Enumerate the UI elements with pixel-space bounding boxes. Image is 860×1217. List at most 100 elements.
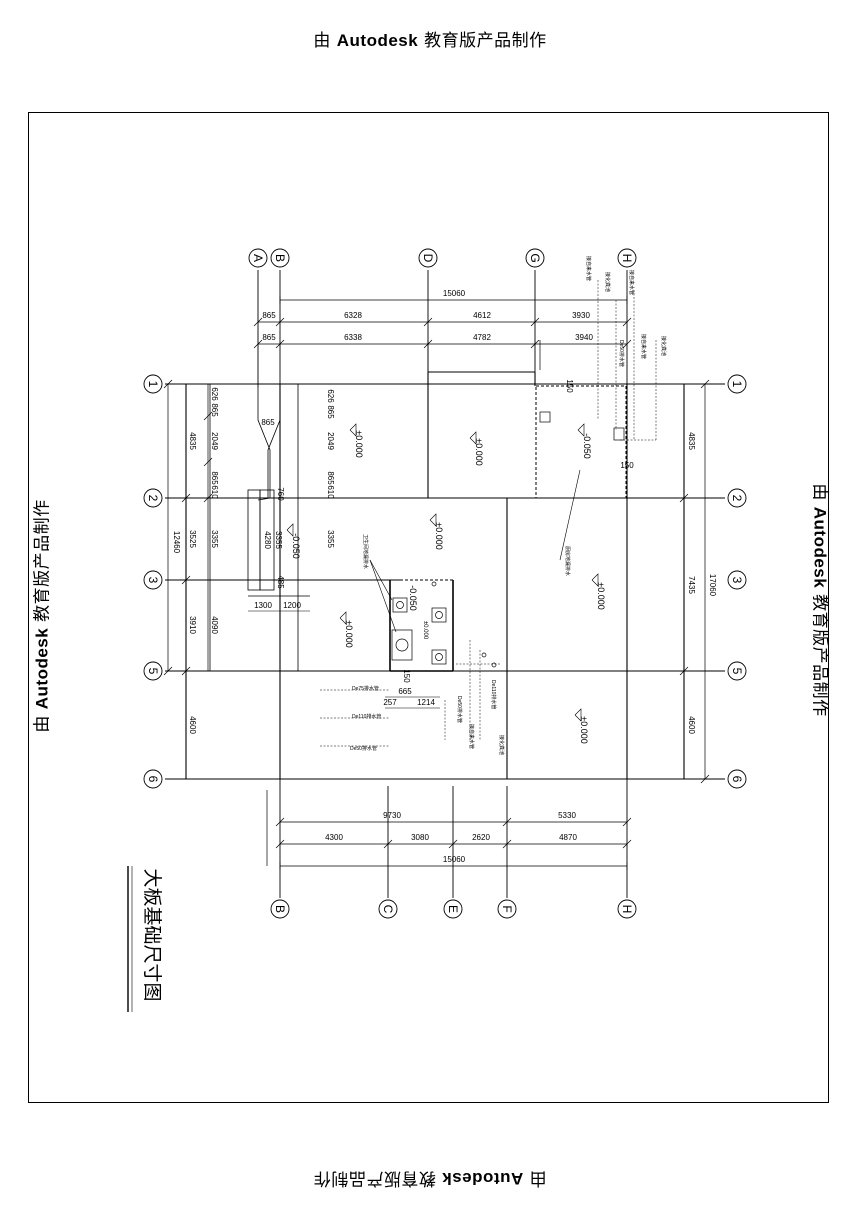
right-dim-seg-3: 4600 bbox=[687, 716, 696, 734]
grid-label-bottom-f: F bbox=[500, 905, 514, 912]
note-de50-2: De50排水管 bbox=[350, 745, 377, 752]
grid-label-bottom-e: E bbox=[446, 905, 460, 913]
note-septic-3: 接化粪池 bbox=[498, 735, 505, 755]
int-dim-626: 626 bbox=[326, 389, 335, 403]
int-dim-610: 610 bbox=[326, 485, 335, 499]
top-dim-r1-2: 6328 bbox=[344, 311, 362, 320]
fixtures bbox=[391, 411, 625, 668]
bottom-dim-r2-3: 2620 bbox=[472, 833, 490, 842]
bottom-dim-r1-1: 9730 bbox=[383, 811, 401, 820]
level-markers bbox=[286, 423, 599, 722]
left-dim-outer-4: 4600 bbox=[188, 716, 197, 734]
pipe-lines bbox=[320, 280, 657, 747]
left-dim-inner-3: 4090 bbox=[210, 616, 219, 634]
level-label-5: ±0.000 bbox=[434, 522, 444, 549]
int-dim-3355b: 3355 bbox=[326, 530, 335, 548]
bathroom-walls bbox=[389, 580, 454, 672]
top-dimensions bbox=[253, 296, 632, 372]
svg-text:大板基础尺寸图: 大板基础尺寸图 bbox=[141, 868, 163, 1001]
right-dim-seg-2: 7435 bbox=[687, 576, 696, 594]
left-dim-total: 12460 bbox=[172, 531, 181, 554]
grid-bubbles-top bbox=[248, 248, 637, 268]
grid-label-right-2: 2 bbox=[730, 495, 744, 502]
level-label-1: ±0.000 bbox=[354, 430, 364, 457]
grid-label-left-2: 2 bbox=[146, 495, 160, 502]
note-de110-1: De110排水管 bbox=[352, 713, 381, 720]
grid-label-right-3: 3 bbox=[730, 577, 744, 584]
note-de50-3: De50排水管 bbox=[456, 696, 463, 723]
grid-label-right-1: 1 bbox=[730, 381, 744, 388]
note-de50-1: De50排水管 bbox=[618, 340, 625, 367]
drawing-title: 大板基础尺寸图 bbox=[127, 866, 163, 1012]
grid-label-top-d: D bbox=[421, 254, 435, 263]
int-dim-865b: 865 bbox=[326, 471, 335, 485]
drawing-frame bbox=[28, 112, 829, 1103]
note-septic-1: 接化粪池 bbox=[604, 272, 611, 292]
bathroom-area bbox=[389, 579, 454, 672]
bottom-dimensions bbox=[266, 790, 632, 870]
grid-label-top-a: A bbox=[251, 254, 265, 262]
grid-label-bottom-h: H bbox=[620, 905, 634, 914]
level-label-6: ±0.000 bbox=[596, 582, 606, 609]
left-dim-outer-2: 3525 bbox=[188, 530, 197, 548]
level-label-10: ±0.000 bbox=[579, 716, 589, 743]
note-de110-2: De110排水管 bbox=[490, 680, 497, 709]
int-dim-865a: 865 bbox=[326, 405, 335, 419]
int-dim-1200: 1200 bbox=[283, 601, 301, 610]
watermark-top: 由 Autodesk 教育版产品制作 bbox=[313, 31, 547, 51]
wall-outline bbox=[185, 371, 685, 780]
right-dim-total: 17060 bbox=[708, 574, 717, 597]
int-dim-485: 485 bbox=[276, 575, 285, 589]
left-dim-865: 865 bbox=[210, 403, 219, 417]
note-water-3: 接自来水管 bbox=[628, 270, 635, 295]
grid-label-top-b: B bbox=[273, 254, 287, 262]
grid-bubbles-left bbox=[143, 374, 163, 789]
grid-label-top-g: G bbox=[528, 253, 542, 262]
int-dim-3355: 3355 bbox=[274, 531, 283, 549]
left-dim-inner-2: 3355 bbox=[210, 530, 219, 548]
bottom-dim-r2-4: 4870 bbox=[559, 833, 577, 842]
stair-ramp bbox=[209, 384, 310, 671]
int-dim-1214: 1214 bbox=[417, 698, 435, 707]
top-dim-r1-3: 4612 bbox=[473, 311, 491, 320]
level-label-4: -0.050 bbox=[291, 533, 301, 559]
leader-lines bbox=[369, 469, 581, 633]
top-dim-r2-2: 6338 bbox=[344, 333, 362, 342]
int-dim-4280: 4280 bbox=[263, 531, 272, 549]
grid-label-left-1: 1 bbox=[146, 381, 160, 388]
grid-label-right-6: 6 bbox=[730, 776, 744, 783]
grid-label-bottom-b: B bbox=[273, 905, 287, 913]
left-dim-626: 626 bbox=[210, 387, 219, 401]
left-dim-inner-1: 2049 bbox=[210, 432, 219, 450]
left-dim-outer-3: 3910 bbox=[188, 616, 197, 634]
note-water-4: 接自来水管 bbox=[468, 724, 475, 749]
level-label-7: ±0.000 bbox=[344, 620, 354, 647]
top-dim-r2-1: 865 bbox=[262, 333, 276, 342]
grid-lines bbox=[165, 270, 725, 898]
grid-bubbles-right bbox=[727, 374, 747, 789]
left-dim-outer-1: 4835 bbox=[188, 432, 197, 450]
note-water-1: 接自来水管 bbox=[585, 256, 592, 281]
level-label-9: ±0.000 bbox=[422, 621, 428, 640]
level-label-8: -0.050 bbox=[408, 585, 418, 611]
top-dim-total: 15060 bbox=[443, 289, 466, 298]
grid-label-right-5: 5 bbox=[730, 668, 744, 675]
int-dim-2049: 2049 bbox=[326, 432, 335, 450]
note-de75: De75排水管 bbox=[352, 685, 379, 692]
level-label-3: -0.050 bbox=[582, 433, 592, 459]
int-dim-665: 665 bbox=[398, 687, 412, 696]
note-kitchen-drain: 厨房地漏排水 bbox=[564, 546, 571, 576]
bottom-dim-total: 15060 bbox=[443, 855, 466, 864]
top-dim-r1-1: 865 bbox=[262, 311, 276, 320]
note-septic-2: 接化粪池 bbox=[660, 336, 667, 356]
bottom-dim-r2-2: 3080 bbox=[411, 833, 429, 842]
left-dim-865b: 865 bbox=[210, 471, 219, 485]
bottom-dim-r1-2: 5330 bbox=[558, 811, 576, 820]
interior-dim-lines bbox=[248, 610, 440, 709]
kitchen-area bbox=[535, 385, 627, 499]
left-dim-610: 610 bbox=[210, 485, 219, 499]
bottom-dim-r2-1: 4300 bbox=[325, 833, 343, 842]
note-water-2: 接自来水管 bbox=[640, 334, 647, 359]
right-dimensions bbox=[679, 379, 710, 784]
